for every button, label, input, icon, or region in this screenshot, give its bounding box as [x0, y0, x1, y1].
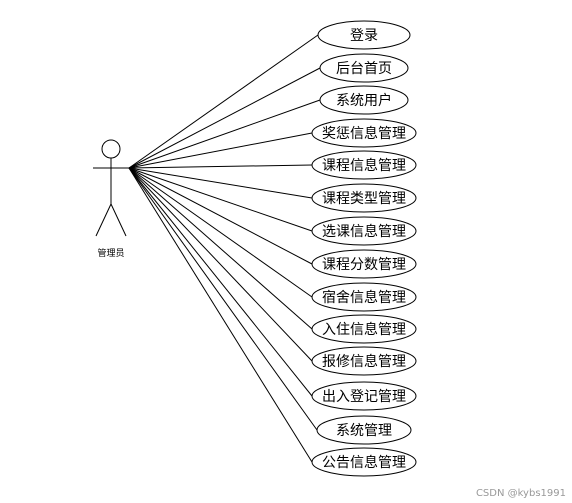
use-case-ellipse — [311, 346, 417, 376]
association-line — [128, 164, 313, 169]
use-case-label: 课程分数管理 — [322, 257, 406, 273]
use-case-ellipse — [311, 282, 417, 312]
use-case-label: 出入登记管理 — [322, 389, 406, 405]
use-case-ellipse — [311, 447, 417, 477]
use-case-ellipse — [311, 314, 417, 344]
use-case-label: 后台首页 — [336, 61, 392, 77]
association-line — [128, 132, 313, 169]
association-line — [128, 167, 313, 232]
use-case: 报修信息管理 — [311, 346, 417, 376]
use-case-ellipse — [317, 20, 411, 50]
use-case: 课程分数管理 — [311, 249, 417, 279]
use-case-label: 公告信息管理 — [322, 454, 406, 471]
use-case: 课程类型管理 — [311, 183, 417, 213]
use-case: 后台首页 — [319, 53, 409, 83]
use-case: 选课信息管理 — [311, 216, 417, 246]
use-case: 系统管理 — [316, 415, 412, 445]
association-line — [128, 167, 318, 431]
use-case-label: 奖惩信息管理 — [322, 125, 406, 142]
use-case-ellipse — [316, 415, 412, 445]
actor-left-leg — [95, 203, 112, 237]
association-line — [128, 67, 321, 169]
use-case-label: 登录 — [350, 28, 378, 44]
use-case-label: 课程信息管理 — [322, 157, 406, 174]
use-case-label: 课程类型管理 — [322, 191, 406, 207]
use-case: 登录 — [317, 20, 411, 50]
use-case: 入住信息管理 — [311, 314, 417, 344]
association-line — [128, 167, 313, 397]
association-line — [128, 167, 313, 463]
use-case: 奖惩信息管理 — [311, 118, 417, 148]
association-line — [128, 167, 313, 199]
association-line — [128, 34, 319, 169]
association-lines — [128, 34, 321, 463]
actor-label: 管理员 — [97, 247, 124, 259]
use-case: 出入登记管理 — [311, 381, 417, 411]
use-case-ellipse — [319, 85, 409, 115]
use-case-label: 宿舍信息管理 — [322, 289, 406, 306]
use-case: 公告信息管理 — [311, 447, 417, 477]
use-case-ellipse — [311, 216, 417, 246]
actor-figure — [93, 139, 129, 237]
use-case-ellipse — [311, 183, 417, 213]
actor-right-leg — [110, 203, 127, 237]
use-case: 系统用户 — [319, 85, 409, 115]
use-case-ellipse — [311, 150, 417, 180]
association-line — [128, 167, 313, 298]
use-case-list: 登录后台首页系统用户奖惩信息管理课程信息管理课程类型管理选课信息管理课程分数管理… — [311, 20, 417, 477]
association-line — [128, 167, 313, 265]
use-case-label: 系统管理 — [336, 423, 392, 439]
actor-head — [101, 139, 121, 159]
use-case-label: 系统用户 — [336, 92, 392, 109]
use-case-ellipse — [319, 53, 409, 83]
use-case-label: 入住信息管理 — [322, 321, 406, 338]
use-case-label: 报修信息管理 — [322, 353, 406, 370]
use-case: 宿舍信息管理 — [311, 282, 417, 312]
use-case-ellipse — [311, 118, 417, 148]
use-case: 课程信息管理 — [311, 150, 417, 180]
watermark: CSDN @kybs1991 — [475, 488, 566, 499]
association-line — [128, 167, 313, 330]
association-line — [128, 167, 313, 362]
association-line — [128, 99, 321, 169]
use-case-ellipse — [311, 249, 417, 279]
use-case-label: 选课信息管理 — [322, 223, 406, 240]
use-case-ellipse — [311, 381, 417, 411]
